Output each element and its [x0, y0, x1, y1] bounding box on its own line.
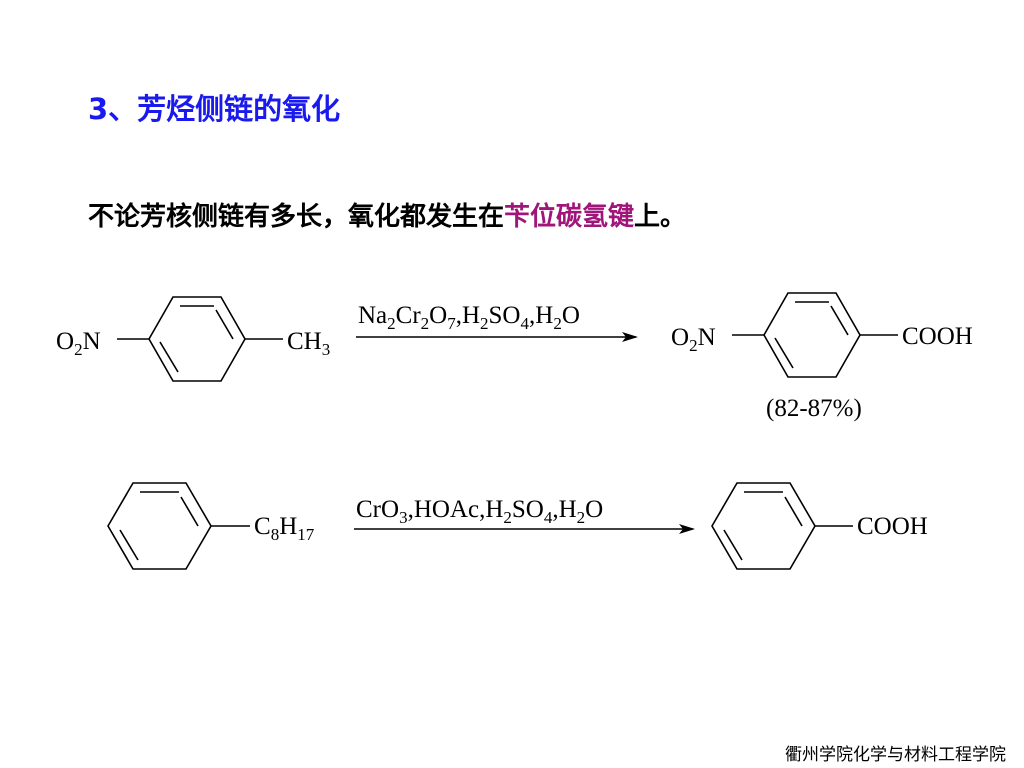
reactant-1-methyl-group: CH3 [287, 328, 330, 359]
reaction-1-yield: (82-87%) [766, 395, 862, 422]
reactant-1-benzene-ring [148, 296, 246, 382]
statement-before: 不论芳核侧链有多长，氧化都发生在 [88, 202, 505, 232]
product-2-carboxyl-group: COOH [857, 513, 928, 540]
footer-institution: 衢州学院化学与材料工程学院 [785, 745, 1006, 765]
reaction-1: O2N CH3 Na2Cr2O7,H2SO4,H2O O2N COOH (82-… [56, 292, 973, 422]
product-2-benzene-ring [711, 482, 816, 570]
product-1-carboxyl-group: COOH [902, 323, 973, 350]
product-1-nitro-group: O2N [671, 324, 716, 355]
statement-after: 上。 [634, 202, 687, 232]
product-1-benzene-ring [763, 292, 861, 378]
reactant-1-nitro-group: O2N [56, 328, 101, 359]
reactant-2-octyl-group: C8H17 [254, 513, 315, 544]
reactant-2-benzene-ring [107, 482, 212, 570]
reaction-2-reagents: CrO3,HOAc,H2SO4,H2O [356, 496, 603, 527]
reaction-2: C8H17 CrO3,HOAc,H2SO4,H2O COOH [107, 482, 928, 570]
slide-title: 3、芳烃侧链的氧化 [88, 92, 341, 126]
statement-highlight: 苄位碳氢键 [504, 202, 635, 232]
reaction-1-reagents: Na2Cr2O7,H2SO4,H2O [358, 302, 580, 333]
statement-text: 不论芳核侧链有多长，氧化都发生在苄位碳氢键上。 [88, 196, 686, 233]
